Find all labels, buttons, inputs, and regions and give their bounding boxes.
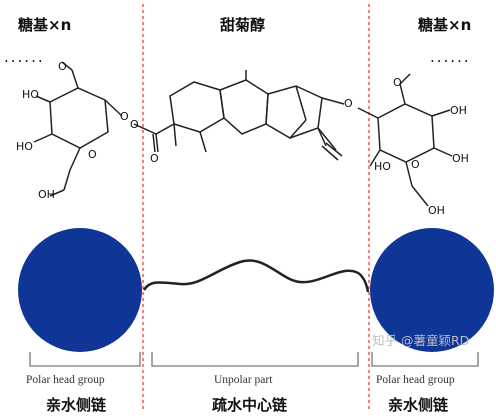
left-polar-head [18, 228, 142, 352]
atom-label-o: O [120, 110, 129, 123]
right-dots: ...... [430, 48, 471, 66]
bracket-right [371, 352, 479, 367]
caption-left-en: Polar head group [26, 374, 105, 386]
bracket-center [151, 352, 359, 367]
atom-label-ho: HO [22, 88, 39, 101]
atom-label-o: O [88, 148, 97, 161]
caption-right-en: Polar head group [376, 374, 455, 386]
atom-label-o: O [393, 76, 402, 89]
atom-label-o: O [150, 152, 159, 165]
left-glucose-structure [33, 61, 123, 197]
atom-label-o: O [130, 118, 139, 131]
atom-label-ho: HO [374, 160, 391, 173]
atom-label-oh: OH [428, 204, 445, 217]
atom-label-o: O [58, 60, 67, 73]
caption-center-zh: 疏水中心链 [212, 396, 288, 414]
caption-center-en: Unpolar part [214, 374, 273, 386]
right-glucose-structure [357, 73, 453, 207]
steviol-core-structure [133, 70, 345, 161]
left-dots: ...... [4, 48, 45, 66]
atom-label-oh: OH [452, 152, 469, 165]
atom-label-ho: HO [16, 140, 33, 153]
bracket-left [29, 352, 141, 367]
atom-label-o: O [411, 158, 420, 171]
caption-left-zh: 亲水侧链 [46, 396, 107, 414]
watermark: 知乎 @薯童颖RD [372, 333, 470, 348]
right-polar-head [370, 228, 494, 352]
caption-right-zh: 亲水侧链 [388, 396, 449, 414]
atom-label-oh: OH [450, 104, 467, 117]
atom-label-oh: OH [38, 188, 55, 201]
center-title: 甜菊醇 [220, 16, 266, 34]
atom-label-o: O [344, 97, 353, 110]
right-title: 糖基×n [418, 16, 472, 34]
left-title: 糖基×n [18, 16, 72, 34]
hydrophobic-chain [142, 259, 370, 293]
